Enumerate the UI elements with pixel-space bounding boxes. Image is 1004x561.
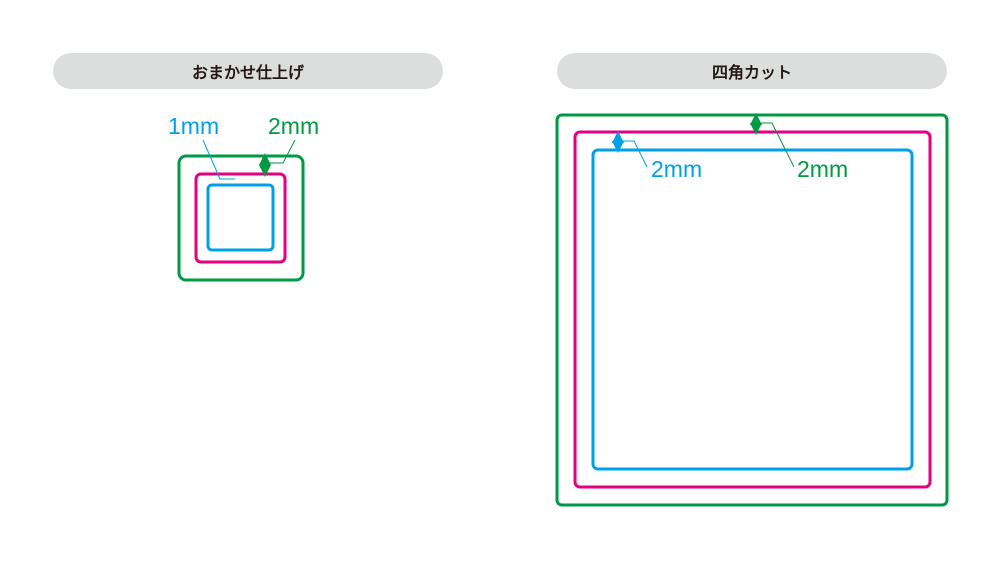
left-cut-line [194, 172, 287, 264]
right-safe-area [591, 148, 914, 471]
left-safe-leader [202, 139, 235, 180]
left-outer-frame [177, 154, 305, 282]
left-outer-leader [268, 139, 296, 164]
left-panel-title: おまかせ仕上げ [53, 53, 443, 89]
right-outer-leader [758, 122, 795, 168]
left-safe-label: 1mm [168, 113, 220, 139]
right-safe-leader [620, 140, 648, 168]
right-outer-label: 2mm [797, 156, 849, 182]
left-safe-area [206, 183, 275, 252]
right-outer-frame [555, 113, 949, 507]
left-outer-label: 2mm [268, 113, 320, 139]
right-panel-title: 四角カット [557, 53, 947, 89]
right-cut-line [573, 130, 932, 489]
right-safe-label: 2mm [651, 156, 703, 182]
